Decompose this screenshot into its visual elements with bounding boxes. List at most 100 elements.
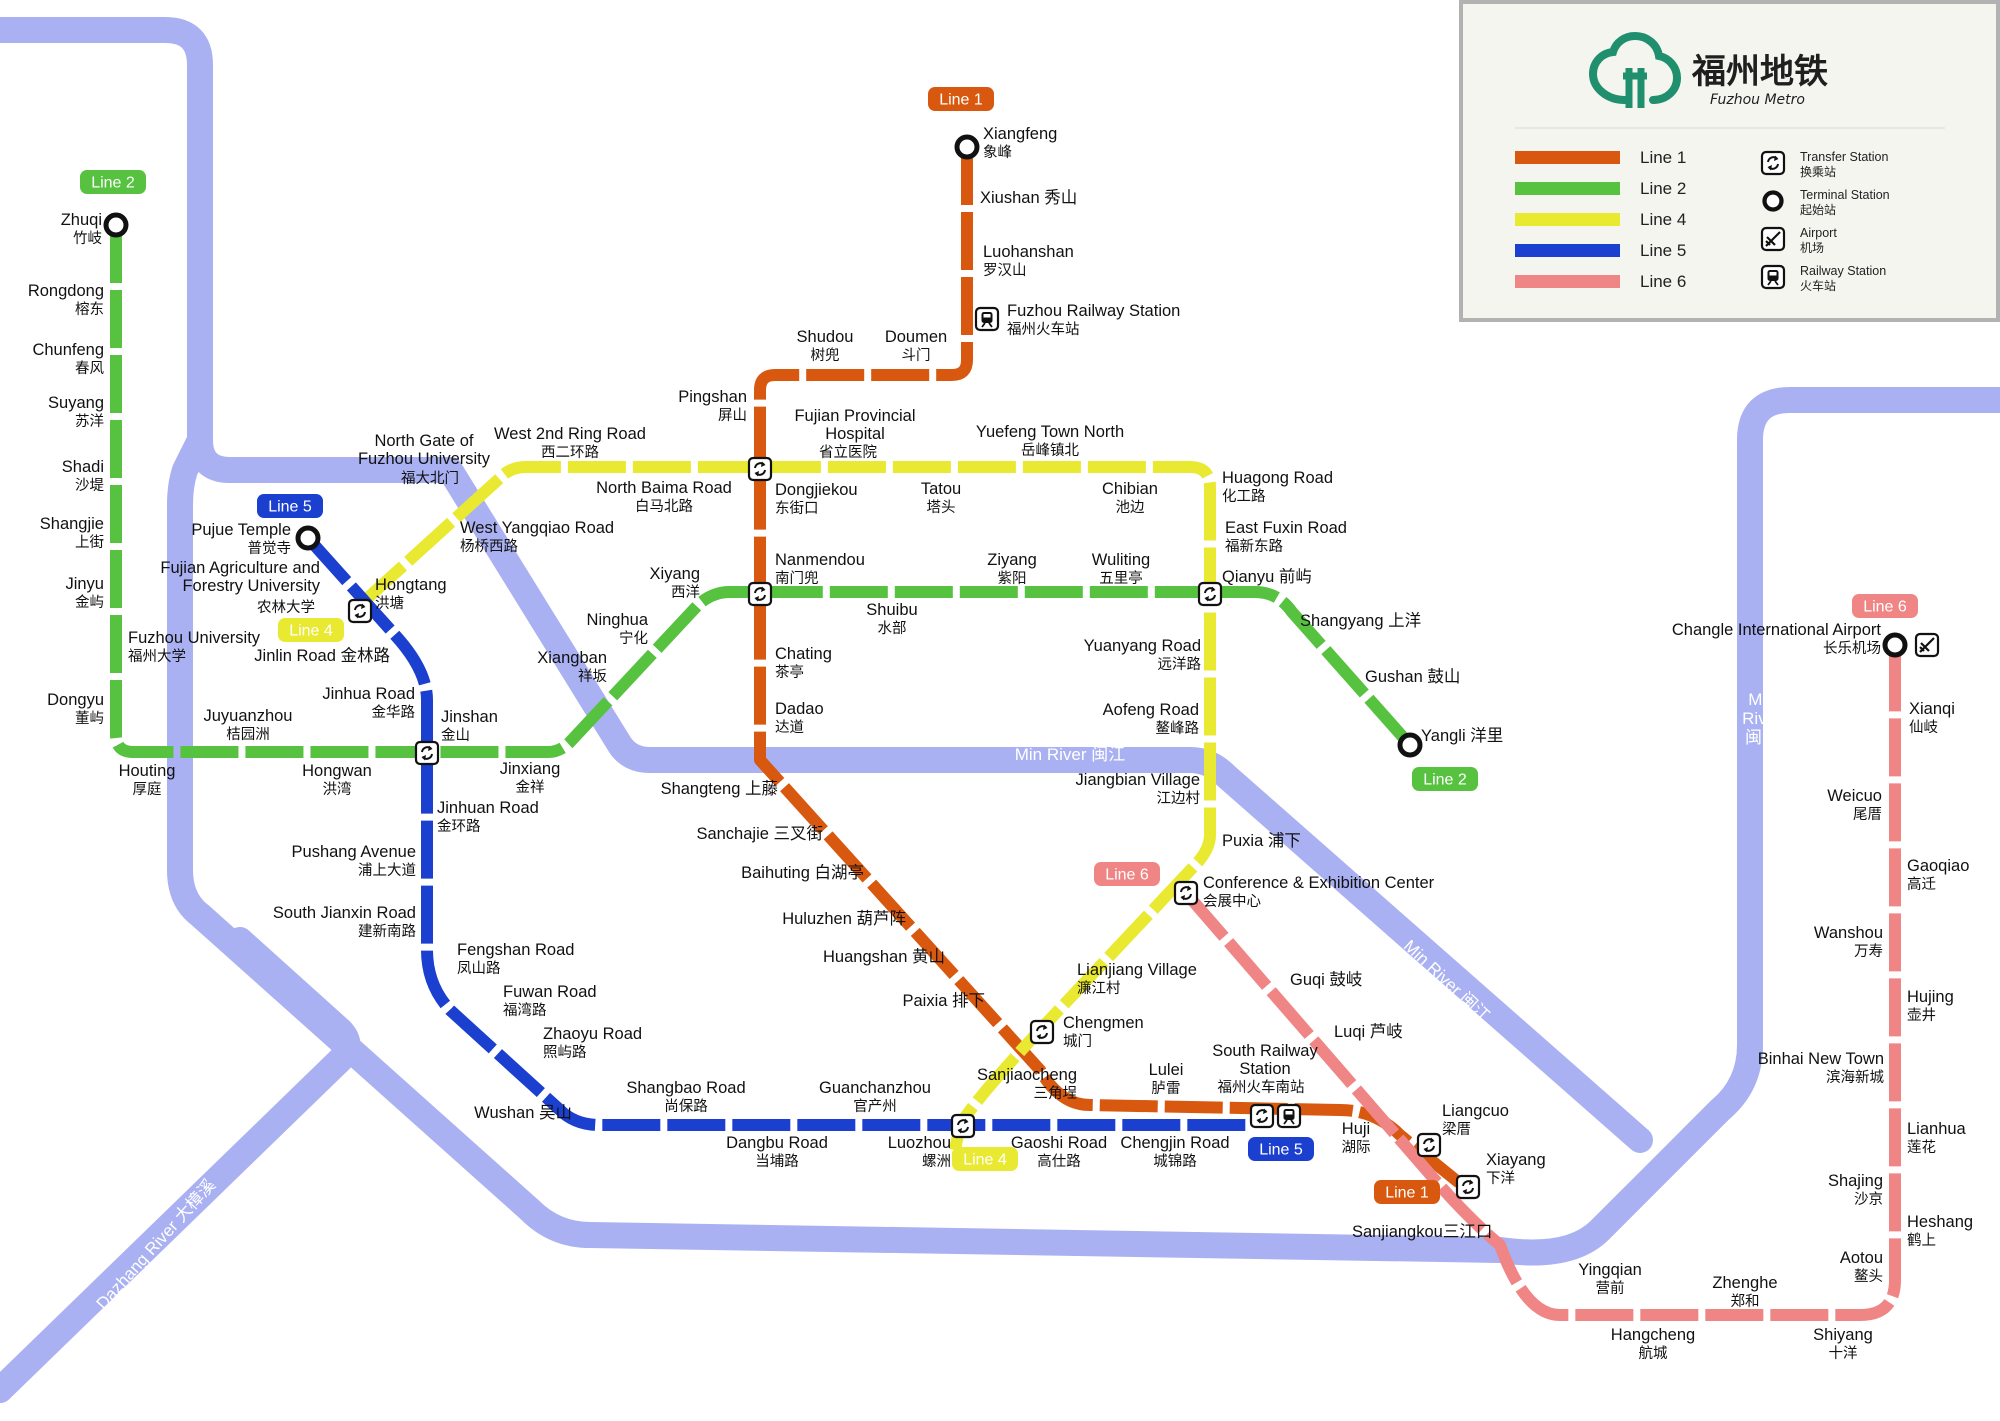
station-wushan[interactable]: Wushan 吴山 xyxy=(474,1103,572,1122)
station-jinlin-road[interactable]: Jinlin Road 金林路 xyxy=(254,646,390,665)
station-label[interactable]: 省立医院 xyxy=(819,444,877,461)
station-yangli[interactable]: Yangli 洋里 xyxy=(1397,726,1503,758)
station-shangyang[interactable]: Shangyang 上洋 xyxy=(1300,611,1421,630)
station-huluzhen[interactable]: Huluzhen 葫芦阵 xyxy=(782,909,906,928)
station-qianyu[interactable]: Qianyu 前屿 xyxy=(1197,567,1312,607)
station-baihuting[interactable]: Baihuting 白湖亭 xyxy=(741,863,864,882)
station-sanchajie[interactable]: Sanchajie 三叉街 xyxy=(696,824,823,843)
station-sanjiangkou[interactable]: Sanjiangkou三江口 xyxy=(1352,1222,1492,1241)
station-xiushan[interactable]: Xiushan 秀山 xyxy=(980,188,1077,207)
station-label[interactable]: 福州火车南站 xyxy=(1218,1079,1305,1129)
station-luqi[interactable]: Luqi 芦岐 xyxy=(1334,1022,1403,1041)
station-puxia[interactable]: Puxia 浦下 xyxy=(1222,831,1301,850)
station-shangteng[interactable]: Shangteng 上藤 xyxy=(661,779,778,798)
station-huangshan[interactable]: Huangshan 黄山 xyxy=(823,947,945,966)
station-paixia[interactable]: Paixia 排下 xyxy=(902,991,985,1010)
station-gushan[interactable]: Gushan 鼓山 xyxy=(1365,667,1460,686)
station-label[interactable]: 农林大学 xyxy=(257,599,315,616)
station-guqi[interactable]: Guqi 鼓岐 xyxy=(1290,970,1362,989)
